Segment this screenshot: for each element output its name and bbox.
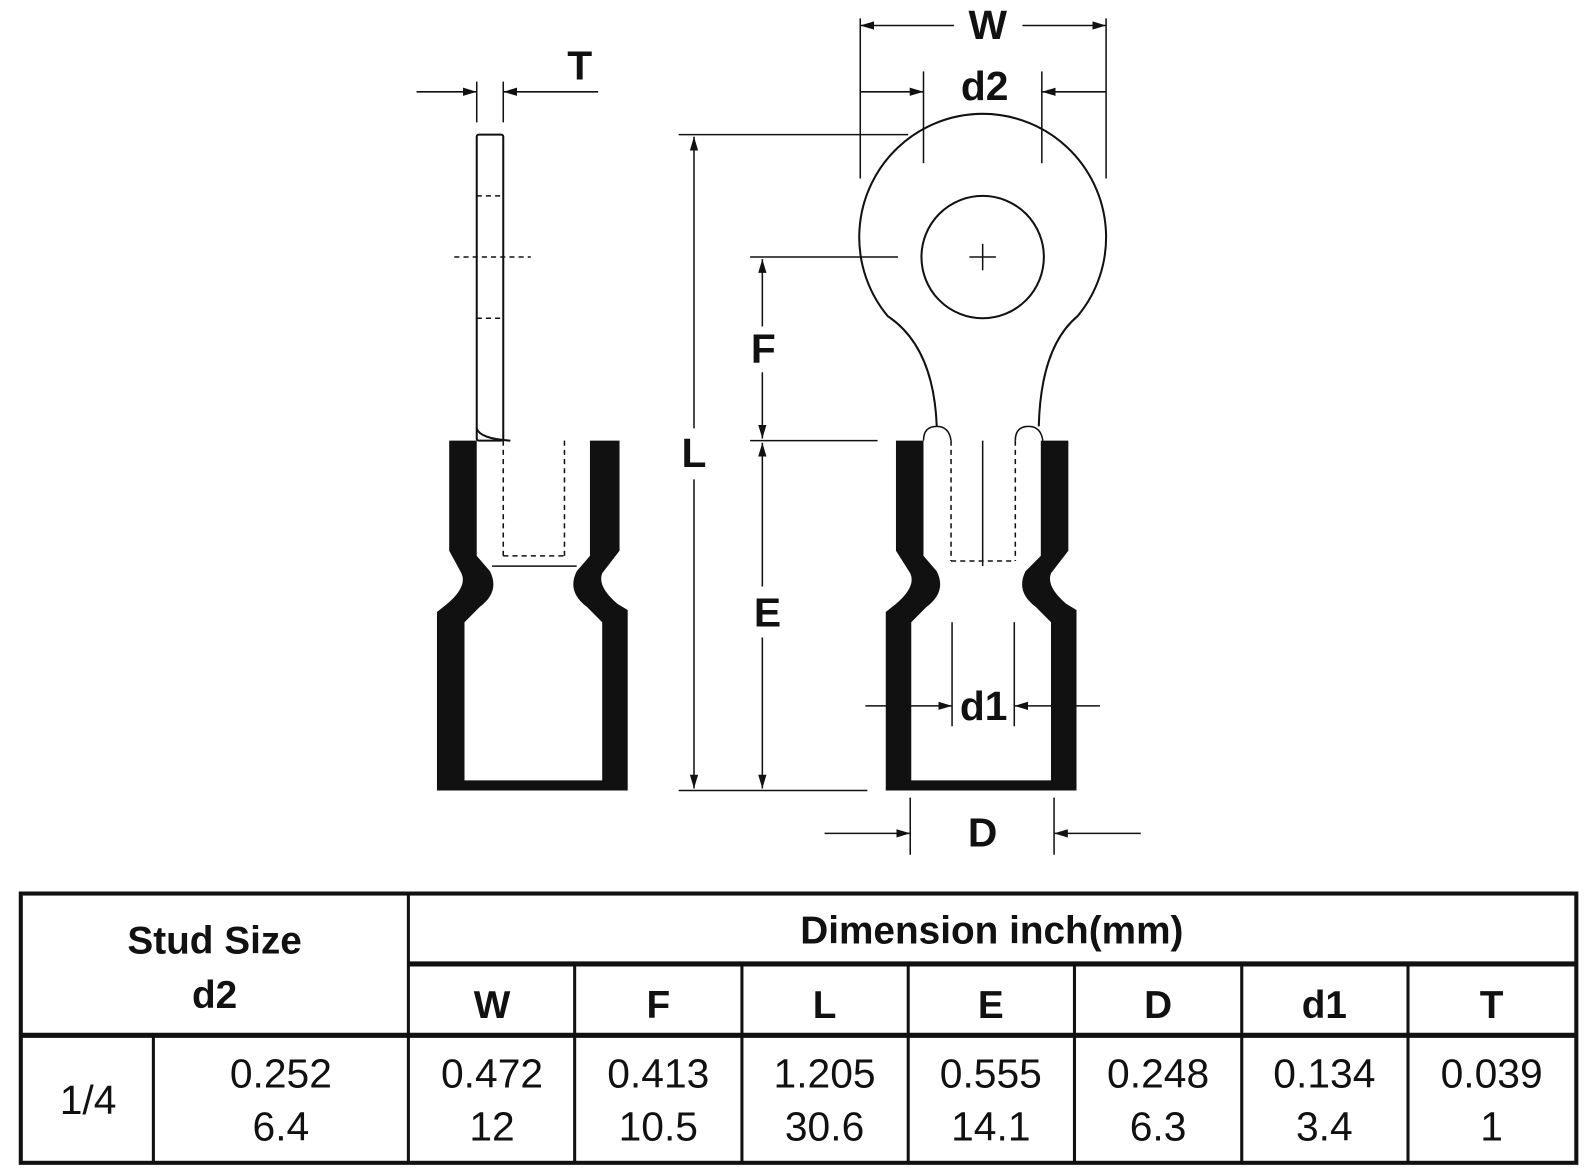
T-inch: 0.039: [1441, 1050, 1543, 1096]
L-mm: 30.6: [785, 1103, 864, 1149]
ring-tongue: [858, 112, 1108, 427]
col-header-W: W: [474, 984, 511, 1027]
dimension-header: Dimension inch(mm): [800, 910, 1183, 953]
stud-size-value: 1/4: [60, 1077, 117, 1123]
dim-label-E: E: [754, 589, 781, 635]
dim-label-T: T: [567, 43, 592, 89]
L-inch: 1.205: [774, 1050, 876, 1096]
F-inch: 0.413: [607, 1050, 709, 1096]
D-inch: 0.248: [1107, 1050, 1209, 1096]
stud-hole: [920, 194, 1045, 320]
col-header-T: T: [1480, 984, 1504, 1027]
insulation-sleeve-side: [436, 440, 628, 791]
d2-inch: 0.252: [230, 1050, 332, 1096]
dim-label-d2: d2: [961, 63, 1009, 109]
side-view: T: [416, 43, 628, 791]
col-header-E: E: [978, 984, 1004, 1027]
col-header-D: D: [1144, 984, 1172, 1027]
dim-label-L: L: [682, 430, 707, 476]
col-header-d1: d1: [1302, 984, 1347, 1027]
F-mm: 10.5: [619, 1103, 698, 1149]
E-inch: 0.555: [940, 1050, 1042, 1096]
table-row: 1/4 0.252 6.4 0.472 12 0.413 10.5 1.205 …: [60, 1050, 1543, 1149]
dim-label-W: W: [969, 2, 1008, 48]
insulation-sleeve-front: [885, 440, 1077, 791]
W-inch: 0.472: [441, 1050, 543, 1096]
stud-size-d2-header: d2: [192, 974, 237, 1017]
D-mm: 6.3: [1130, 1103, 1187, 1149]
tongue-side: [475, 133, 505, 442]
dim-label-d1: d1: [960, 683, 1008, 729]
d1-inch: 0.134: [1273, 1050, 1375, 1096]
col-header-F: F: [646, 984, 670, 1027]
col-header-L: L: [813, 984, 837, 1027]
dimension-table: Stud Size d2 Dimension inch(mm) W F L E …: [18, 891, 1579, 1165]
E-mm: 14.1: [951, 1103, 1030, 1149]
d1-mm: 3.4: [1296, 1103, 1353, 1149]
dim-label-F: F: [751, 326, 776, 372]
W-mm: 12: [469, 1103, 514, 1149]
stud-size-header: Stud Size: [127, 920, 301, 963]
dim-label-D: D: [968, 810, 997, 856]
d2-mm: 6.4: [253, 1103, 310, 1149]
front-view: W d2 L F E d1 D: [678, 2, 1141, 856]
T-mm: 1: [1480, 1103, 1503, 1149]
